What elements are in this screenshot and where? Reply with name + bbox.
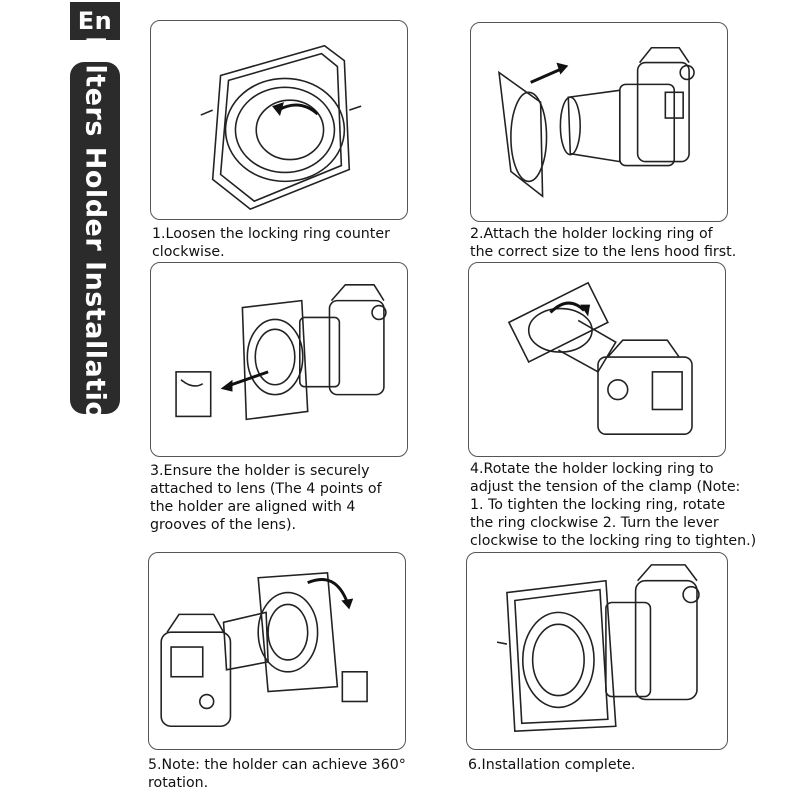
rotate-locking-ring-illustration	[507, 281, 693, 436]
step-6-illustration	[466, 552, 728, 750]
holder-ring-illustration	[200, 44, 362, 211]
step-3-illustration	[150, 262, 408, 457]
language-badge: En	[70, 2, 120, 40]
installation-complete-illustration	[496, 564, 700, 733]
step-6-caption: 6.Installation complete.	[468, 757, 636, 773]
step-1-caption: 1.Loosen the locking ring counter clockw…	[152, 226, 390, 260]
holder-on-lens-illustration	[175, 283, 387, 421]
holder-rotation-illustration	[160, 571, 368, 728]
camera-lens-hood-illustration	[498, 46, 695, 198]
step-4-caption: 4.Rotate the holder locking ring to adju…	[470, 461, 757, 549]
step-4-illustration	[468, 262, 726, 457]
side-title-bar: Filters Holder Installation	[70, 36, 120, 440]
side-title: Filters Holder Installation	[79, 35, 111, 441]
step-2-illustration	[470, 22, 728, 222]
step-5-caption: 5.Note: the holder can achieve 360° rota…	[148, 757, 406, 791]
step-1-illustration	[150, 20, 408, 220]
step-3-caption: 3.Ensure the holder is securely attached…	[150, 463, 382, 533]
step-2-caption: 2.Attach the holder locking ring of the …	[470, 226, 737, 260]
step-5-illustration	[148, 552, 406, 750]
